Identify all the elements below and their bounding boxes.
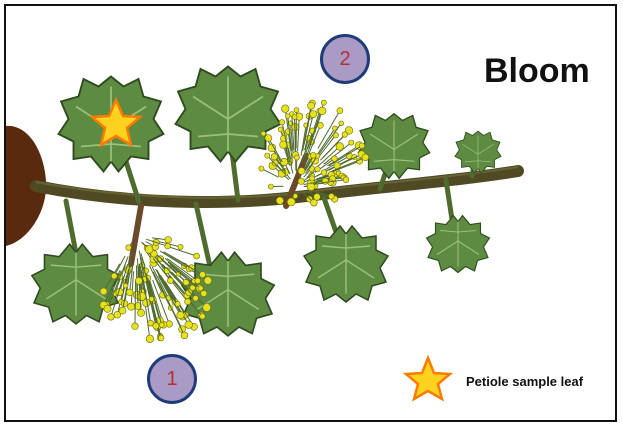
flower-bud (104, 305, 111, 312)
flower-bud (272, 160, 278, 166)
flower-bud (165, 237, 172, 244)
flower-bud (339, 121, 344, 126)
flower-bud (287, 198, 295, 206)
flower-bud (314, 194, 321, 201)
flower-bud (337, 108, 343, 114)
flower-bud (138, 309, 145, 316)
flower-bud (281, 105, 289, 113)
flower-bud (292, 114, 297, 119)
flower-bud (271, 153, 278, 160)
marker-1: 1 (147, 354, 197, 404)
flower-bud (126, 289, 133, 296)
marker-1-label: 1 (166, 368, 177, 391)
flower-bud (294, 108, 299, 113)
flower-bud (310, 152, 316, 158)
flower-bud (123, 283, 128, 288)
flower-bud (186, 289, 193, 296)
flower-bud (280, 158, 287, 165)
flower-bud (193, 296, 199, 302)
flower-bud (259, 166, 264, 171)
marker-2-label: 2 (339, 48, 350, 71)
flower-bud (265, 153, 270, 158)
marker-2: 2 (320, 34, 370, 84)
flower-bud (145, 246, 153, 254)
flower-bud (132, 323, 139, 330)
flower-bud (329, 193, 335, 199)
flower-bud (185, 299, 191, 305)
flower-bud (204, 277, 212, 285)
flower-bud (362, 154, 369, 161)
flower-bud (199, 272, 205, 278)
flower-cluster-1 (100, 237, 212, 343)
flower-bud (310, 111, 317, 118)
flower-bud (285, 114, 290, 119)
leaf-bottom-2 (182, 252, 274, 336)
leaf-bottom-3 (304, 226, 388, 302)
flower-bud (177, 311, 184, 318)
flower-bud (321, 100, 326, 105)
flower-bud (278, 127, 283, 132)
flower-bud (108, 314, 115, 321)
flower-bud (146, 335, 154, 343)
leaf-top-2 (176, 67, 281, 162)
diagram-title: Bloom (484, 52, 590, 91)
flower-bud (158, 335, 164, 341)
flower-bud (128, 303, 135, 310)
flower-bud (315, 166, 320, 171)
flower-bud (126, 245, 132, 251)
flower-bud (265, 135, 272, 142)
flower-bud (298, 168, 305, 175)
flower-bud (195, 278, 201, 284)
flower-bud (200, 314, 206, 320)
flower-bud (321, 170, 327, 176)
flower-bud (359, 143, 365, 149)
leaf-top-3 (358, 114, 429, 179)
flower-bud (279, 120, 284, 125)
flower-bud (185, 321, 193, 329)
diagram-frame: Bloom 2 1 Petiole sample leaf (4, 4, 617, 422)
flower-bud (100, 288, 107, 295)
flower-bud (309, 176, 314, 181)
legend-star-icon (406, 358, 450, 399)
flower-bud (308, 102, 315, 109)
flower-bud (318, 107, 326, 115)
leaf-bottom-4 (427, 216, 490, 273)
flower-bud (138, 293, 146, 301)
legend-label: Petiole sample leaf (466, 374, 583, 389)
flower-bud (178, 244, 183, 249)
flower-bud (336, 143, 344, 151)
flower-bud (298, 178, 304, 184)
flower-bud (194, 253, 200, 259)
flower-bud (261, 131, 266, 136)
flower-bud (276, 197, 283, 204)
leaf-top-4 (455, 131, 501, 173)
flower-bud (198, 286, 203, 291)
flower-bud (294, 155, 299, 160)
flower-bud (181, 332, 188, 339)
flower-bud (165, 243, 171, 249)
flower-bud (167, 278, 173, 284)
flower-bud (203, 304, 211, 312)
flower-bud (159, 322, 164, 327)
flower-bud (349, 140, 354, 145)
flower-bud (119, 307, 126, 314)
flower-bud (292, 123, 299, 130)
flower-bud (342, 132, 348, 138)
flower-bud (343, 177, 349, 183)
flower-bud (111, 273, 117, 279)
flower-bud (322, 178, 328, 184)
flower-bud (148, 320, 154, 326)
flower-bud (268, 184, 273, 189)
flower-bud (135, 277, 142, 284)
